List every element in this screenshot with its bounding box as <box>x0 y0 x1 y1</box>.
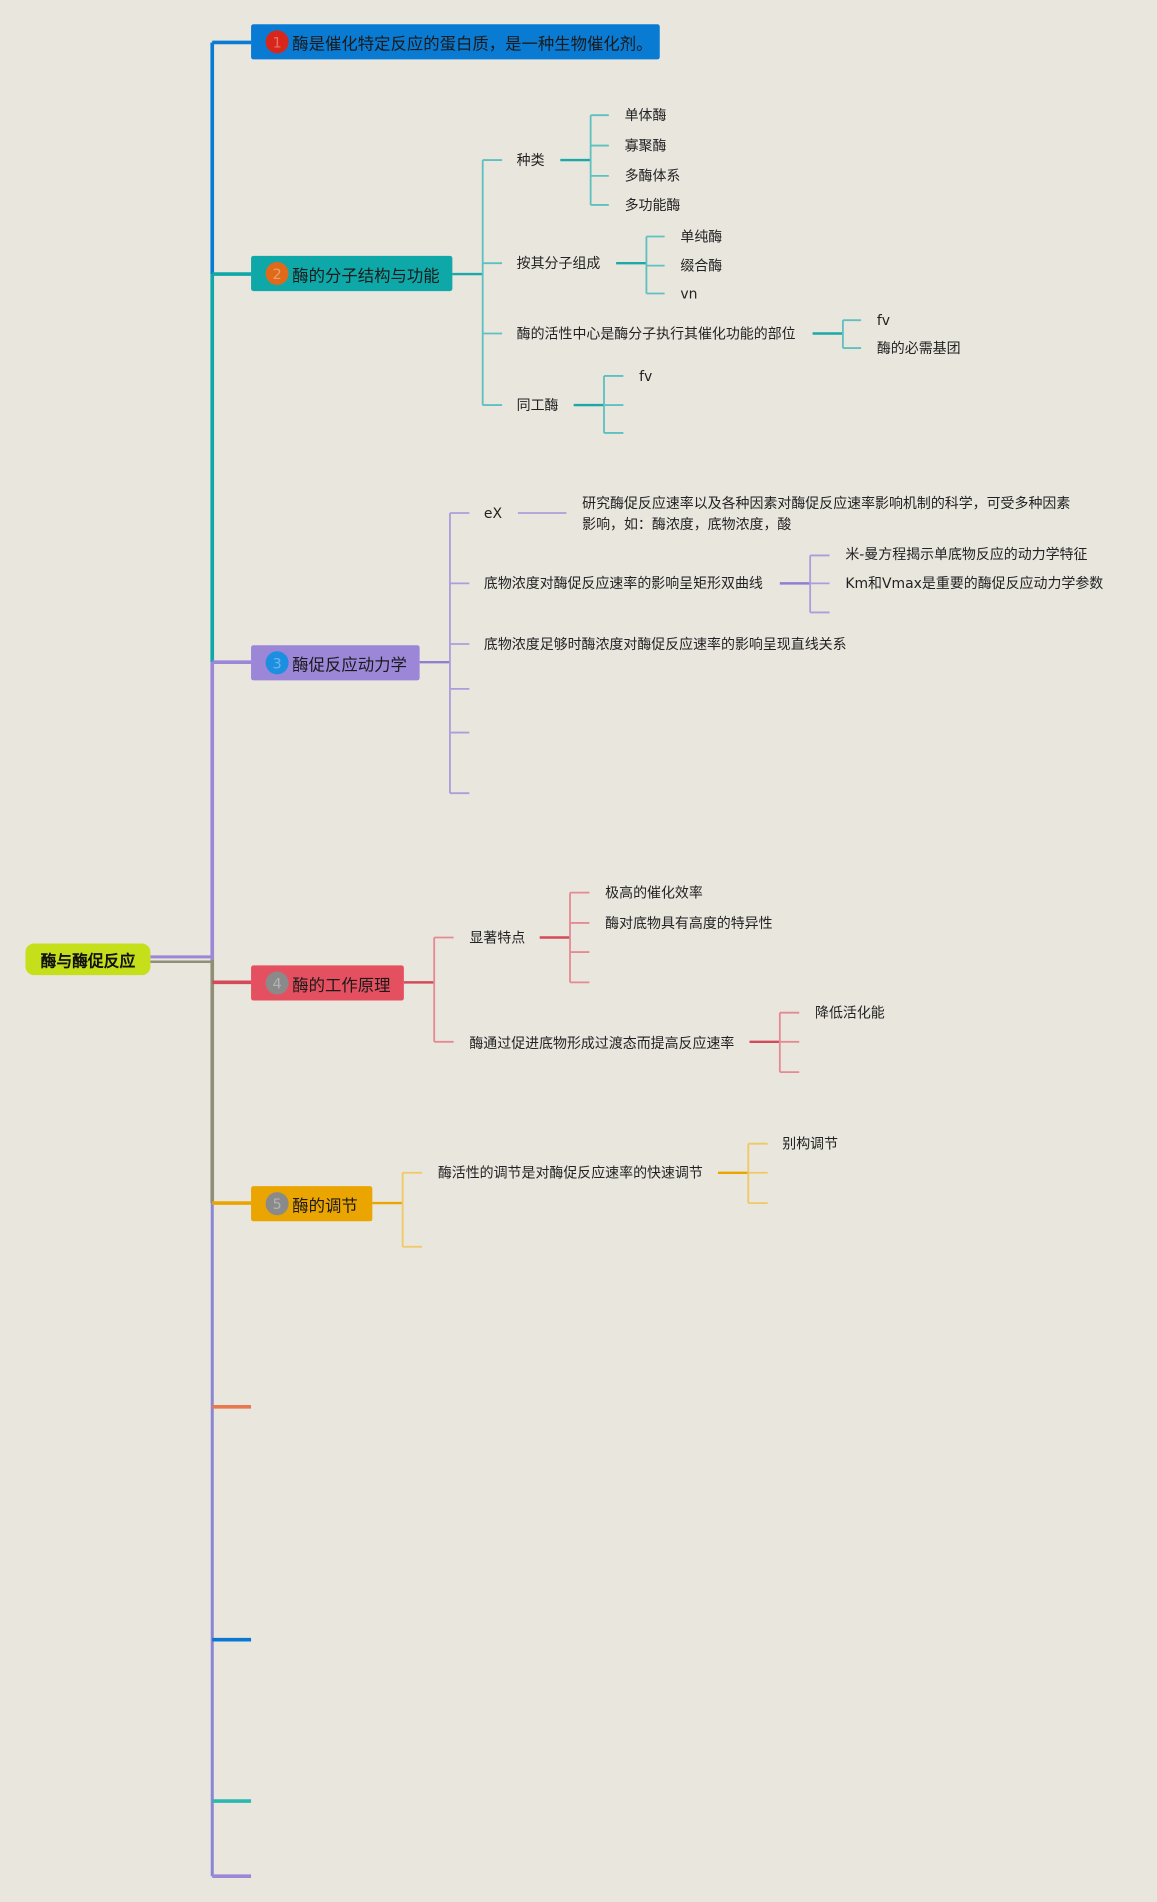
node-leaf[interactable]: 酶的必需基团 <box>876 339 961 357</box>
node-leaf[interactable]: vn <box>680 285 698 302</box>
node-hyperbola[interactable]: 底物浓度对酶促反应速率的影响呈矩形双曲线 <box>483 574 763 592</box>
node-isozyme[interactable]: 同工酶 <box>516 396 559 414</box>
topic-label: 酶的工作原理 <box>292 975 391 996</box>
node-leaf[interactable]: 寡聚酶 <box>624 137 667 155</box>
node-leaf[interactable]: 降低活化能 <box>815 1004 885 1022</box>
node-leaf[interactable]: 缀合酶 <box>680 257 723 275</box>
node-leaf[interactable]: 多酶体系 <box>624 167 681 185</box>
node-active-center[interactable]: 酶的活性中心是酶分子执行其催化功能的部位 <box>516 325 796 343</box>
topic-label: 酶的调节 <box>292 1196 358 1216</box>
topic-3[interactable]: 3 酶促反应动力学 <box>251 645 420 681</box>
node-ex[interactable]: eX <box>483 504 503 522</box>
node-leaf[interactable]: 单纯酶 <box>680 228 723 245</box>
node-leaf[interactable]: fv <box>876 311 891 329</box>
node-transition[interactable]: 酶通过促进底物形成过渡态而提高反应速率 <box>469 1034 735 1052</box>
node-fast-regulation[interactable]: 酶活性的调节是对酶促反应速率的快速调节 <box>437 1164 703 1182</box>
topic-4[interactable]: 4 酶的工作原理 <box>251 965 404 1001</box>
topic-label: 酶是催化特定反应的蛋白质，是一种生物催化剂。 <box>292 34 653 54</box>
number-badge: 2 <box>265 261 289 286</box>
topic-label: 酶促反应动力学 <box>292 655 407 675</box>
node-leaf[interactable]: 多功能酶 <box>624 196 681 214</box>
node-composition[interactable]: 按其分子组成 <box>516 254 601 272</box>
node-types[interactable]: 种类 <box>516 151 545 169</box>
node-ex-description[interactable]: 研究酶促反应速率以及各种因素对酶促反应速率影响机制的科学，可受多种因素影响，如：… <box>582 494 1071 533</box>
node-leaf[interactable]: Km和Vmax是重要的酶促反应动力学参数 <box>845 574 1104 592</box>
node-features[interactable]: 显著特点 <box>469 929 526 946</box>
node-leaf[interactable]: 极高的催化效率 <box>605 884 703 902</box>
topic-5[interactable]: 5 酶的调节 <box>251 1186 373 1222</box>
number-badge: 3 <box>265 651 289 675</box>
number-badge: 4 <box>265 971 289 995</box>
number-badge: 5 <box>265 1192 289 1216</box>
number-badge: 1 <box>265 30 289 54</box>
topic-label: 酶的分子结构与功能 <box>292 266 440 286</box>
node-leaf[interactable]: 别构调节 <box>782 1135 839 1153</box>
node-leaf[interactable]: 酶对底物具有高度的特异性 <box>605 914 773 932</box>
topic-2[interactable]: 2 酶的分子结构与功能 <box>251 255 453 292</box>
node-linear[interactable]: 底物浓度足够时酶浓度对酶促反应速率的影响呈现直线关系 <box>483 635 847 653</box>
node-leaf[interactable]: 米-曼方程揭示单底物反应的动力学特征 <box>845 545 1088 563</box>
node-leaf[interactable]: 单体酶 <box>624 106 667 124</box>
topic-1[interactable]: 1 酶是催化特定反应的蛋白质，是一种生物催化剂。 <box>251 24 660 60</box>
node-leaf[interactable]: fv <box>639 367 653 385</box>
root-node[interactable]: 酶与酶促反应 <box>25 943 151 976</box>
